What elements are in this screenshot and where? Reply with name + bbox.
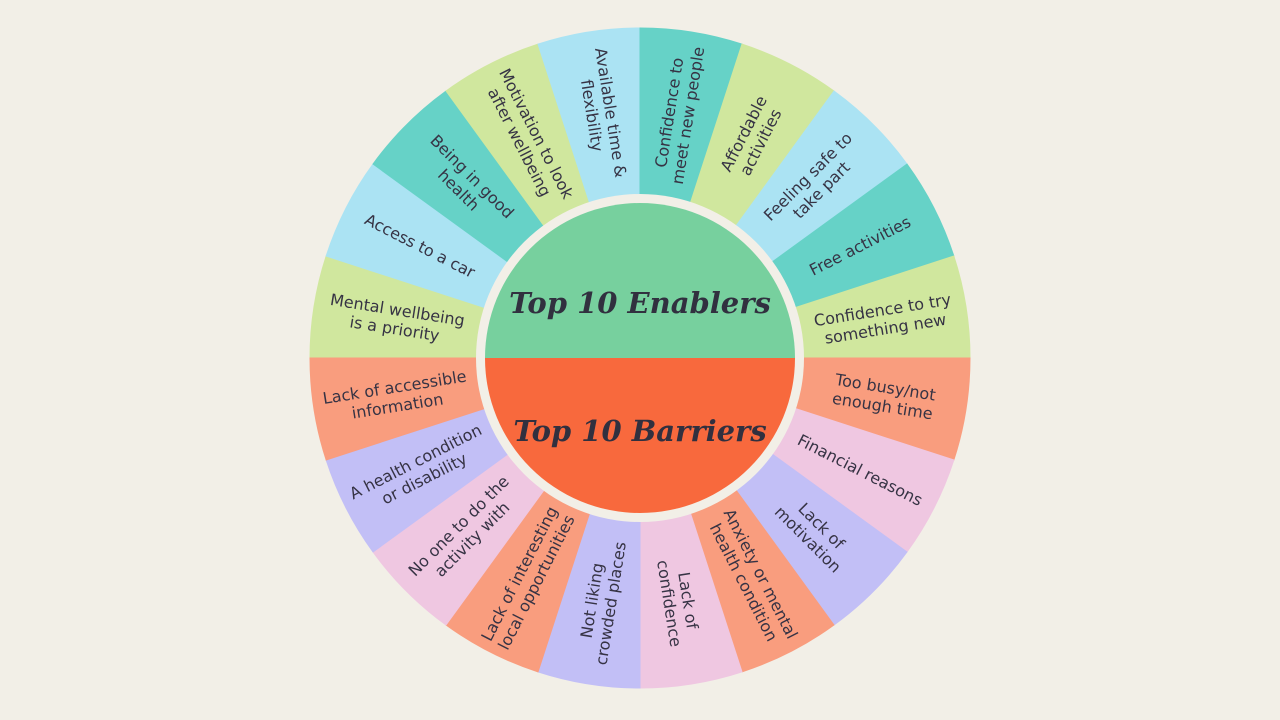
barriers-title: Top 10 Barriers bbox=[513, 414, 766, 448]
enabler-label-1: Mental wellbeingis a priority bbox=[326, 290, 466, 349]
barriers-center-disc bbox=[485, 358, 795, 513]
enablers-center-disc bbox=[485, 203, 795, 358]
enablers-title: Top 10 Enablers bbox=[509, 286, 771, 320]
